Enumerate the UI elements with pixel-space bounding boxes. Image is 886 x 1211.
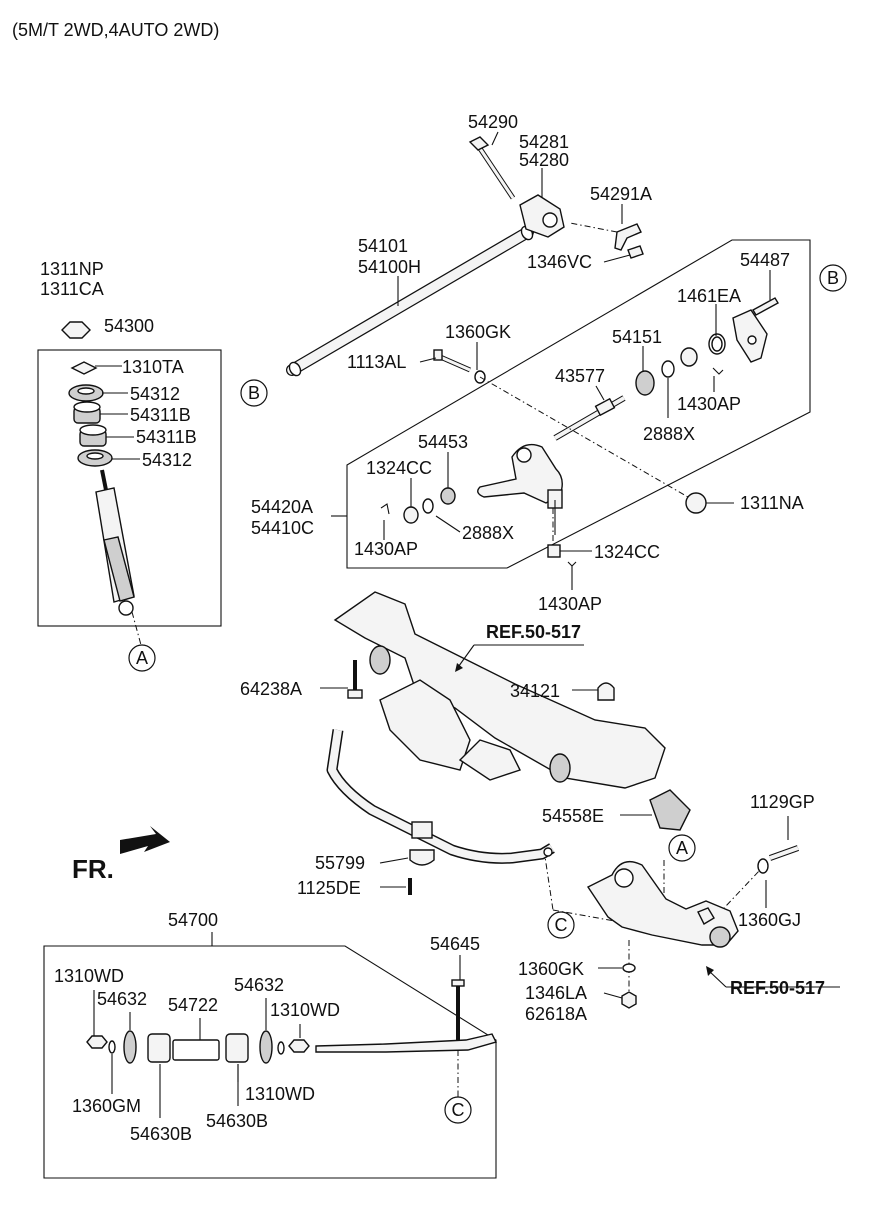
svg-text:A: A	[136, 648, 148, 668]
label-54101: 54101	[358, 236, 408, 256]
label-1346vc: 1346VC	[527, 252, 592, 272]
label-54300: 54300	[104, 316, 154, 336]
label-1324cc-a: 1324CC	[366, 458, 432, 478]
label-54420a: 54420A	[251, 497, 313, 517]
callout-c-upper: C	[547, 911, 575, 939]
label-1461ea: 1461EA	[677, 286, 741, 306]
label-54645: 54645	[430, 934, 480, 954]
label-54700: 54700	[168, 910, 218, 930]
label-ref-lower: REF.50-517	[730, 978, 825, 998]
adjust-bracket	[708, 297, 779, 363]
label-54632-b: 54632	[234, 975, 284, 995]
label-54311b-a: 54311B	[130, 405, 191, 425]
label-1310wd-c: 1310WD	[245, 1084, 315, 1104]
callout-a-lower: A	[668, 834, 696, 862]
label-1430ap-l: 1430AP	[354, 539, 418, 559]
label-1310ta: 1310TA	[122, 357, 184, 377]
label-55799: 55799	[315, 853, 365, 873]
part-labels: 54290 54281 54280 54291A 1346VC 54101 54…	[40, 112, 825, 1144]
variant-title: (5M/T 2WD,4AUTO 2WD)	[12, 20, 219, 40]
label-34121: 34121	[510, 681, 560, 701]
label-54290: 54290	[468, 112, 518, 132]
label-54630b-a: 54630B	[130, 1124, 192, 1144]
torsion-bar	[286, 225, 534, 377]
label-1430ap-r: 1430AP	[677, 394, 741, 414]
label-54312-a: 54312	[130, 384, 180, 404]
shock-absorber	[61, 321, 135, 616]
stabilizer-link	[86, 979, 498, 1064]
svg-text:A: A	[676, 838, 688, 858]
label-54632-a: 54632	[97, 989, 147, 1009]
label-1360gk-bot: 1360GK	[518, 959, 584, 979]
label-1129gp: 1129GP	[750, 792, 815, 812]
label-54311b-b: 54311B	[136, 427, 197, 447]
label-2888x-l: 2888X	[462, 523, 514, 543]
label-1360gj: 1360GJ	[738, 910, 801, 930]
label-54151: 54151	[612, 327, 662, 347]
label-54453: 54453	[418, 432, 468, 452]
upper-control-arm	[380, 347, 724, 567]
label-1311np: 1311NP	[40, 259, 104, 279]
stabilizer-link-box	[43, 945, 497, 1179]
label-1311na: 1311NA	[740, 493, 804, 513]
svg-text:B: B	[248, 383, 260, 403]
label-1310wd-a: 1310WD	[54, 966, 124, 986]
label-54487: 54487	[740, 250, 790, 270]
label-54100h: 54100H	[358, 257, 421, 277]
label-54280: 54280	[519, 150, 569, 170]
label-1324cc-b: 1324CC	[594, 542, 660, 562]
label-54312-b: 54312	[142, 450, 192, 470]
label-1360gk-top: 1360GK	[445, 322, 511, 342]
lower-control-arm	[586, 789, 800, 1009]
label-43577: 43577	[555, 366, 605, 386]
anchor-arm	[468, 136, 644, 259]
label-ref-upper: REF.50-517	[486, 622, 581, 642]
front-direction-label: FR.	[72, 854, 114, 884]
svg-text:B: B	[827, 268, 839, 288]
label-54630b-b: 54630B	[206, 1111, 268, 1131]
label-64238a: 64238A	[240, 679, 302, 699]
callout-a-upper: A	[128, 644, 156, 672]
label-54558e: 54558E	[542, 806, 604, 826]
callout-c-lower: C	[444, 1096, 472, 1124]
svg-text:C: C	[555, 915, 568, 935]
label-62618a: 62618A	[525, 1004, 587, 1024]
svg-text:C: C	[452, 1100, 465, 1120]
label-2888x-r: 2888X	[643, 424, 695, 444]
label-1125de: 1125DE	[297, 878, 361, 898]
label-1113al: 1113AL	[347, 352, 406, 372]
label-1346la: 1346LA	[525, 983, 587, 1003]
label-1360gm: 1360GM	[72, 1096, 141, 1116]
callout-b-right: B	[819, 264, 847, 292]
upper-arm-box	[346, 239, 811, 569]
front-arrow-icon	[120, 826, 170, 854]
label-1310wd-b: 1310WD	[270, 1000, 340, 1020]
leader-lines	[93, 131, 840, 1118]
crossmember	[333, 591, 666, 789]
callout-b-left: B	[240, 379, 268, 407]
label-54410c: 54410C	[251, 518, 314, 538]
stabilizer-bar	[326, 729, 555, 895]
label-54291a: 54291A	[590, 184, 652, 204]
label-1430ap-b: 1430AP	[538, 594, 602, 614]
label-1311ca: 1311CA	[40, 279, 104, 299]
bolt-1113al	[433, 349, 486, 384]
label-54722: 54722	[168, 995, 218, 1015]
label-54281: 54281	[519, 132, 569, 152]
shock-absorber-box	[37, 349, 222, 627]
